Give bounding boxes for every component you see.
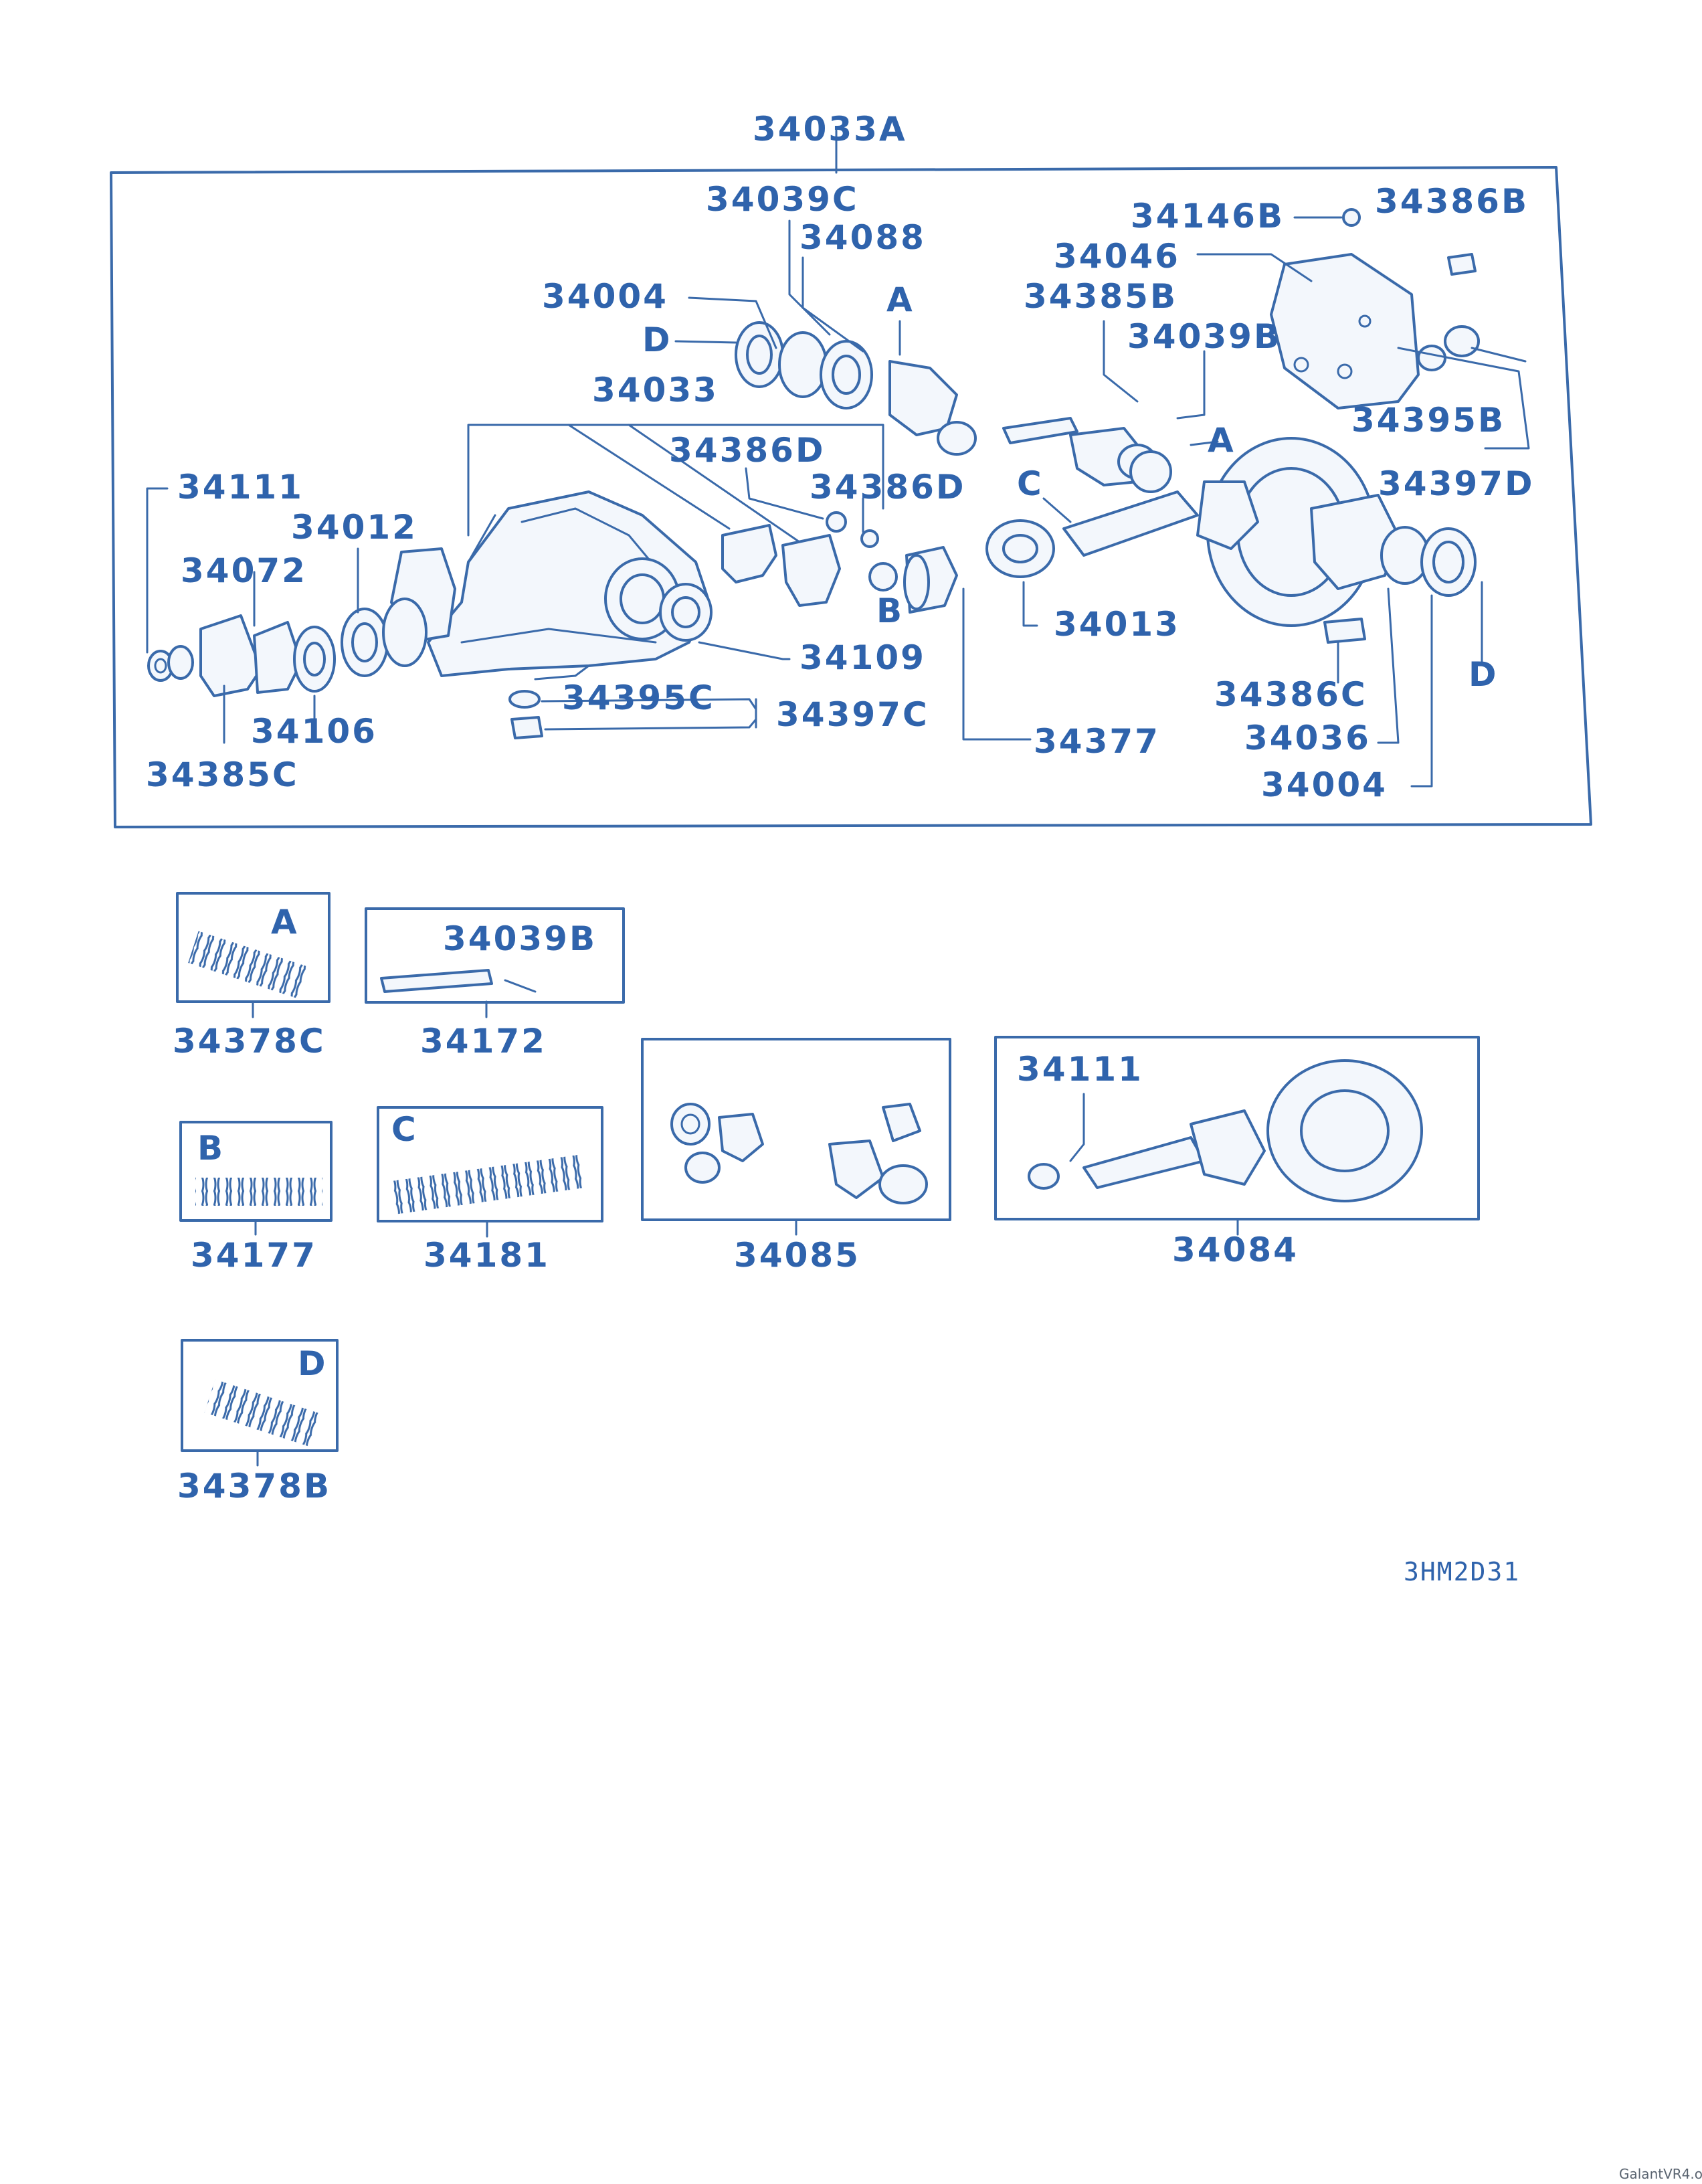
label-34072: 34072 xyxy=(181,551,307,590)
label-34012: 34012 xyxy=(291,508,417,547)
ref-c: C xyxy=(1017,464,1044,503)
label-34111: 34111 xyxy=(177,468,304,507)
side-gears xyxy=(670,1103,928,1204)
ref-d-left: D xyxy=(642,321,672,359)
label-34397c: 34397C xyxy=(776,695,929,734)
pinion-flange-group xyxy=(147,598,428,697)
kit-34181: C 34181 xyxy=(377,1106,603,1275)
pin-part xyxy=(380,969,493,993)
label-34106: 34106 xyxy=(251,712,377,751)
pinion-shaft-part xyxy=(1082,1136,1206,1189)
kit-34084: 34111 34084 xyxy=(994,1036,1480,1269)
fasteners xyxy=(508,511,1366,739)
label-34039c: 34039C xyxy=(706,180,859,219)
ring-gear xyxy=(1062,437,1477,627)
label-34397d: 34397D xyxy=(1378,464,1534,503)
site-watermark: GalantVR4.org xyxy=(1619,2166,1702,2182)
label-34004-bottom: 34004 xyxy=(1261,765,1388,804)
nut-part xyxy=(1028,1163,1060,1190)
assembly-frame xyxy=(110,166,1592,828)
pinion-gear-part xyxy=(1190,1109,1266,1186)
pinion-shaft xyxy=(1002,417,1172,493)
spacer-34377 xyxy=(903,546,958,614)
label-34377: 34377 xyxy=(1034,722,1160,761)
label-34395c: 34395C xyxy=(562,678,715,717)
label-34395b: 34395B xyxy=(1351,401,1505,440)
label-34036: 34036 xyxy=(1244,719,1371,757)
kit-inner-34039b: 34039B xyxy=(443,919,597,958)
diff-cover xyxy=(1270,208,1480,410)
label-34033a: 34033A xyxy=(753,110,907,149)
ref-a-top: A xyxy=(886,280,915,319)
part-34378c: 34378C xyxy=(173,1022,326,1061)
part-34181: 34181 xyxy=(423,1236,550,1275)
main-assembly: 34033A 34039C 34088 34004 A D 34033 3438… xyxy=(110,110,1592,828)
part-34084: 34084 xyxy=(1172,1231,1299,1269)
label-34046: 34046 xyxy=(1054,237,1180,276)
kit-tag-d: D xyxy=(298,1344,328,1383)
coil-spring-c xyxy=(391,1154,586,1214)
part-34378b: 34378B xyxy=(177,1467,331,1506)
label-34146b: 34146B xyxy=(1131,197,1285,236)
label-34386d-b: 34386D xyxy=(810,468,965,507)
part-34177: 34177 xyxy=(191,1236,317,1275)
coil-spring-d xyxy=(204,1379,320,1447)
bearing-caps xyxy=(721,524,898,607)
label-34088: 34088 xyxy=(799,218,926,257)
coil-spring-a xyxy=(188,931,307,998)
kit-34177: B 34177 xyxy=(179,1121,333,1275)
kit-inner-34111: 34111 xyxy=(1017,1050,1143,1089)
label-34004-top: 34004 xyxy=(542,277,668,316)
kit-tag-c: C xyxy=(391,1110,418,1149)
kit-34085: 34085 xyxy=(641,1038,951,1275)
kit-tag-a: A xyxy=(271,903,299,941)
kit-34378c: A 34378C xyxy=(173,892,330,1061)
part-34172: 34172 xyxy=(420,1022,547,1061)
label-34386b: 34386B xyxy=(1375,182,1529,221)
ring-gear-part xyxy=(1266,1059,1423,1202)
ref-a-right: A xyxy=(1208,421,1236,460)
pin-clip xyxy=(504,979,537,993)
ref-b: B xyxy=(876,592,904,630)
assembly-labels: 34033A 34039C 34088 34004 A D 34033 3438… xyxy=(146,110,1534,804)
differential-housing xyxy=(390,490,713,680)
kit-34378b: D 34378B xyxy=(177,1339,339,1506)
label-34013: 34013 xyxy=(1054,605,1180,644)
coil-spring-b xyxy=(195,1178,322,1206)
label-34386d-a: 34386D xyxy=(669,431,825,470)
kit-34172: 34039B 34172 xyxy=(365,907,625,1061)
ref-d-right: D xyxy=(1469,655,1499,694)
label-34385b: 34385B xyxy=(1024,277,1177,316)
label-34386c: 34386C xyxy=(1214,675,1367,714)
label-34385c: 34385C xyxy=(146,755,299,794)
kit-tag-b: B xyxy=(197,1129,225,1168)
label-34039b: 34039B xyxy=(1127,317,1281,356)
leader-lines xyxy=(146,129,1530,788)
label-34109: 34109 xyxy=(799,638,926,677)
diagram-code: 3HM2D31 xyxy=(1404,1557,1520,1586)
label-34033: 34033 xyxy=(592,371,719,410)
bearing-34013 xyxy=(985,519,1055,578)
part-34085: 34085 xyxy=(734,1236,860,1275)
